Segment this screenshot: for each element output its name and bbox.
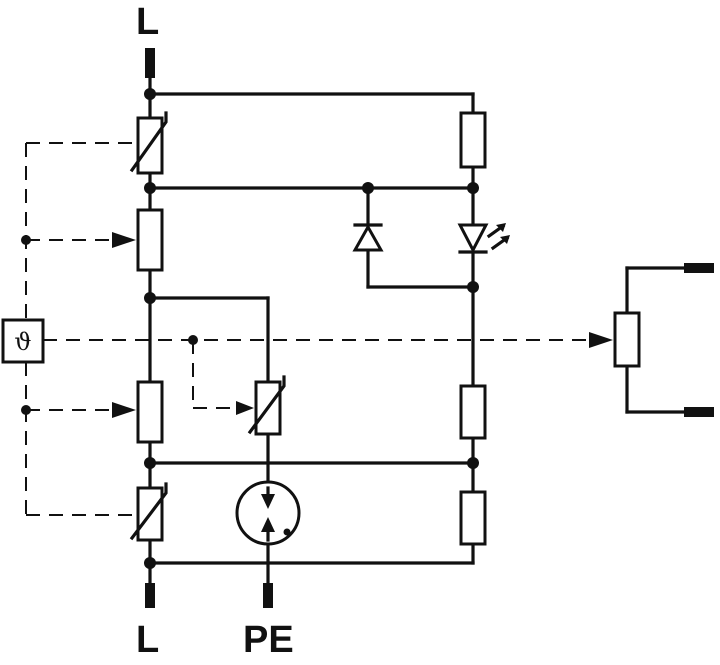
arrowheads	[112, 232, 613, 418]
resistor-top	[459, 111, 487, 169]
led-indicator	[457, 223, 510, 254]
thermal-disconnector-upper	[136, 208, 164, 272]
dashed-linkage	[25, 142, 590, 516]
diode	[352, 223, 384, 252]
resistor-middle	[459, 384, 487, 440]
varistor-top	[129, 111, 168, 175]
gas-discharge-tube	[235, 480, 301, 546]
thermal-sensor: ϑ	[1, 318, 45, 364]
resistor-bottom	[459, 490, 487, 546]
remote-signal-contact	[613, 311, 641, 368]
main-wiring	[148, 76, 686, 585]
label-pe: PE	[243, 619, 294, 661]
varistor-pe	[247, 375, 286, 436]
label-top-l: L	[136, 1, 159, 43]
label-bottom-l: L	[136, 619, 159, 661]
thermal-disconnector-lower	[136, 380, 164, 444]
thermal-symbol: ϑ	[14, 328, 31, 356]
varistor-bottom	[129, 482, 168, 542]
